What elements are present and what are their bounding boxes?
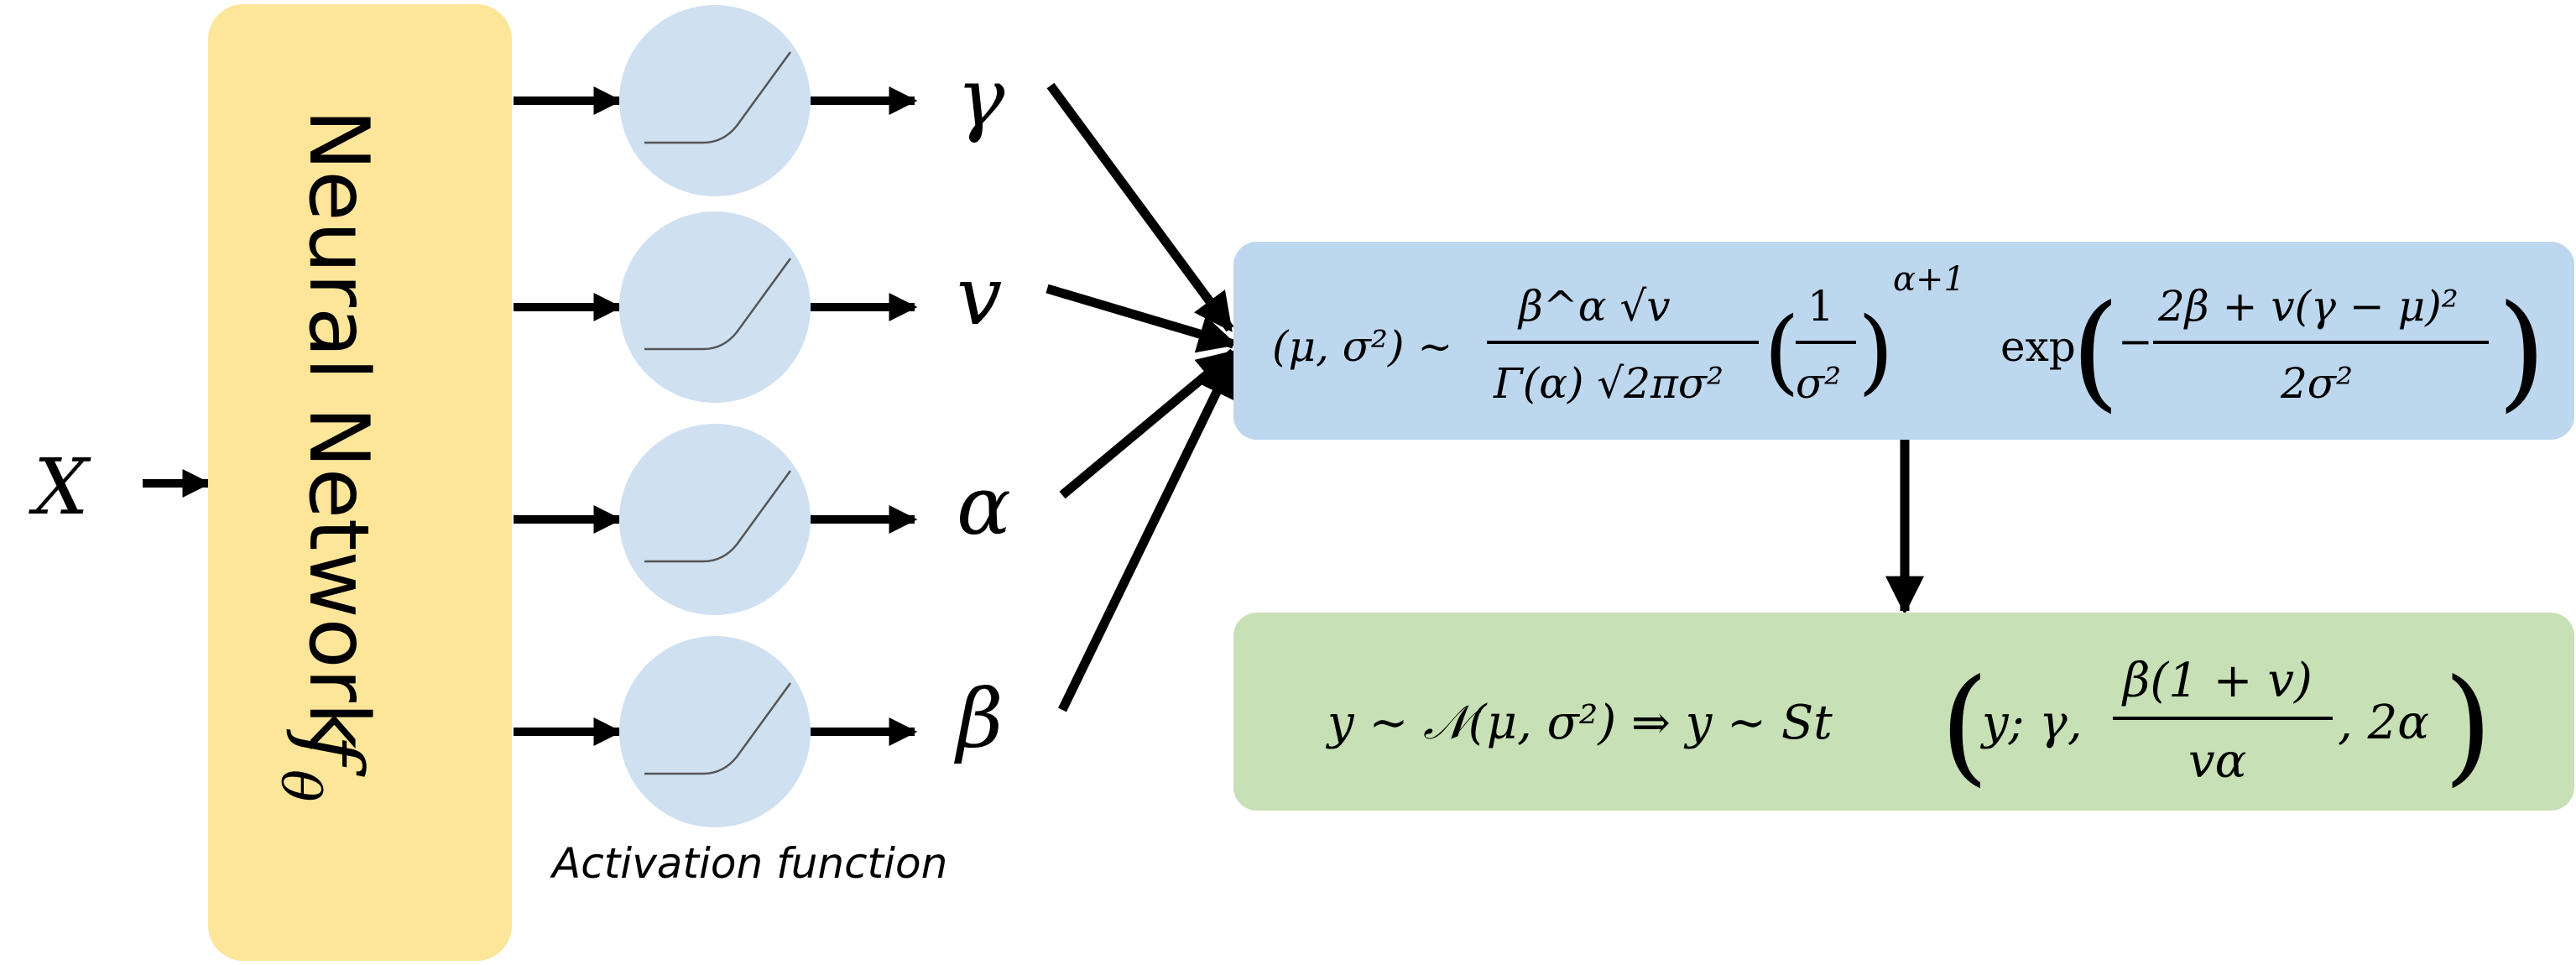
posterior-box	[1233, 242, 2574, 440]
arrow-beta-to-posterior	[1058, 357, 1236, 712]
activation-node-3	[619, 424, 811, 615]
activation-node-4	[619, 636, 811, 827]
input-x-label: X	[29, 442, 91, 532]
predictive-lhs: y ∼ 𝒩(μ, σ²) ⇒ y ∼ St	[1325, 696, 1833, 750]
neural-network-box	[208, 4, 512, 961]
activation-function-label: Activation function	[550, 839, 947, 888]
arrow-v-to-posterior	[1046, 284, 1238, 353]
predictive-frac-num: β(1 + v)	[2121, 654, 2313, 708]
predictive-args: y; γ,	[1979, 696, 2083, 750]
predictive-frac-den: vα	[2188, 734, 2246, 789]
predictive-paren-close: )	[2443, 653, 2493, 799]
posterior-frac2-den: σ²	[1796, 359, 1841, 408]
posterior-minus: −	[2118, 317, 2153, 366]
output-beta: β	[954, 672, 1004, 766]
predictive-paren-open: (	[1940, 653, 1989, 799]
output-gamma: γ	[957, 51, 1005, 145]
posterior-frac1-num: β^α √v	[1517, 282, 1671, 331]
activation-node-2	[619, 211, 811, 403]
posterior-paren-open-1: (	[1764, 297, 1800, 404]
posterior-frac3-num: 2β + v(γ − μ)²	[2157, 282, 2459, 331]
neural-network-label: Neural Network	[290, 109, 386, 750]
posterior-exp: exp	[2000, 322, 2076, 371]
network-param-theta: θ	[269, 769, 331, 802]
posterior-paren-close-2: )	[2497, 279, 2547, 425]
posterior-lhs: (μ, σ²) ∼	[1272, 322, 1452, 371]
arrow-gamma-to-posterior	[1046, 82, 1234, 332]
predictive-box	[1233, 613, 2574, 811]
posterior-paren-close-1: )	[1858, 297, 1894, 404]
posterior-formula: (μ, σ²) ∼ β^α √v Γ(α) √2πσ² ( 1 σ² ) α+1…	[1272, 260, 2547, 425]
predictive-formula: y ∼ 𝒩(μ, σ²) ⇒ y ∼ St ( y; γ, β(1 + v) v…	[1325, 653, 2493, 799]
output-v: v	[957, 249, 1002, 343]
activation-node-1	[619, 5, 811, 196]
posterior-frac3-den: 2σ²	[2280, 359, 2353, 408]
posterior-frac1-den: Γ(α) √2πσ²	[1493, 359, 1723, 408]
posterior-paren-open-2: (	[2071, 279, 2120, 425]
predictive-tail: , 2α	[2338, 696, 2429, 750]
posterior-power: α+1	[1893, 260, 1965, 299]
posterior-frac2-num: 1	[1807, 282, 1834, 331]
output-alpha: α	[957, 459, 1011, 553]
arrow-alpha-to-posterior	[1059, 348, 1237, 499]
